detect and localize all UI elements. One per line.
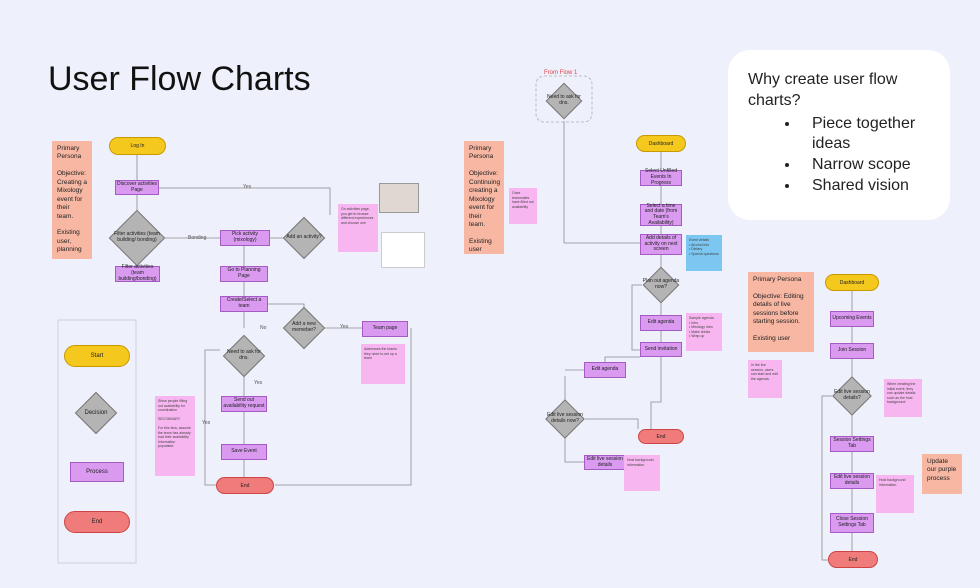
- flow3-join-session: Join Session: [830, 343, 874, 359]
- flow3-persona-note: Primary Persona Objective: Editing detai…: [748, 272, 814, 352]
- legend-end: End: [64, 511, 130, 533]
- flow1-add-activity: Add an activity?: [286, 234, 322, 241]
- flow1-availability-note: Show people filling out availability for…: [155, 396, 195, 476]
- flow2-edit-live-session: Edit live session details: [584, 455, 626, 470]
- flow1-save-event: Save Event: [221, 444, 267, 460]
- flow2-edit-agenda-2: Edit agenda: [584, 362, 626, 378]
- flow2-from-note: Once teammates have filled out availabil…: [509, 188, 537, 224]
- flow1-yes-label-2: Yes: [340, 324, 349, 330]
- flow1-persona-note: Primary Persona Objective: Creating a Mi…: [52, 141, 92, 259]
- flow1-send-availability: Send out availability request: [221, 396, 267, 412]
- flow2-select-time: Select a time and date (from Team's Avai…: [640, 203, 682, 226]
- flow2-edit-agenda: Edit agenda: [640, 315, 682, 331]
- flow2-edit-live: Edit live session details now?: [547, 412, 583, 424]
- flow1-filter-decision: Filter activities (team building/ bondin…: [114, 231, 160, 243]
- flow1-pick-activity: Pick activity (mixology): [220, 230, 270, 246]
- flow1-create-team: Create/Select a team: [220, 296, 268, 312]
- flow2-select-unfilled: Select Unfilled Events In Progress: [640, 169, 682, 186]
- why-bullet-ideas: Piece together ideas: [800, 114, 932, 156]
- why-bullet-vision: Shared vision: [800, 176, 932, 197]
- why-card-heading: Why create user flow charts?: [748, 71, 898, 109]
- flow3-upcoming-events: Upcoming Events: [830, 311, 874, 327]
- flow3-end: End: [828, 551, 878, 568]
- flow1-yes-label-4: Yes: [202, 420, 211, 426]
- flow2-send-invitation: Send invitation: [640, 342, 682, 357]
- flow1-no-label: No: [260, 325, 267, 331]
- flow2-persona-note: Primary Persona Objective: Continuing cr…: [464, 141, 504, 254]
- flow3-persona-sub-note: In the live session, users can start and…: [748, 360, 782, 398]
- flow3-update-note: Update our purple process: [922, 454, 962, 494]
- flow3-edit-live-session: Edit live session details: [830, 473, 874, 489]
- flow1-team-page: Team page: [362, 321, 408, 337]
- flow1-activity-note: On activities page, you get to browse di…: [338, 204, 378, 252]
- why-card-list: Piece together ideas Narrow scope Shared…: [748, 114, 932, 197]
- flow1-team-note: Addresses the teams they need to set up …: [361, 344, 405, 384]
- page-title: User Flow Charts: [48, 60, 311, 98]
- flow1-login: Log In: [109, 137, 166, 155]
- flow2-details-note: Event details • Alcohol info • Dietary •…: [686, 235, 722, 271]
- flow3-edit-note: When creating the initial event, they ca…: [884, 379, 922, 417]
- why-bullet-scope: Narrow scope: [800, 155, 932, 176]
- flow2-agenda-note: Sample agenda • Intro • Mixology intro •…: [686, 313, 722, 351]
- flow1-yes-label-3: Yes: [254, 380, 263, 386]
- flow2-add-details: Add details of activity on next screen: [640, 234, 682, 255]
- flow2-live-note: Host background information: [624, 455, 660, 491]
- flow1-modal-screenshot: [381, 232, 425, 268]
- legend-start: Start: [64, 345, 130, 367]
- flow1-need-ask: Need to ask for dns.: [227, 349, 261, 361]
- flow3-host-note: Host background information: [876, 475, 914, 513]
- flow1-yes-label-1: Yes: [243, 184, 252, 190]
- flow1-discover-activities: Discover activities Page: [115, 180, 159, 195]
- legend-decision: Decision: [84, 409, 108, 416]
- legend-process: Process: [70, 462, 124, 482]
- flow3-close-settings: Close Session Settings Tab: [830, 513, 874, 533]
- flow1-planning-page: Go to Planning Page: [220, 266, 268, 282]
- flow2-end: End: [638, 429, 684, 444]
- flow3-edit-live: Edit live session details?: [834, 389, 870, 401]
- flow1-activity-screenshot: [379, 183, 419, 213]
- flow2-plan-agenda: Plan out agenda now?: [642, 278, 680, 290]
- flow2-dashboard: Dashboard: [636, 135, 686, 152]
- flow1-bonding-label: Bonding: [188, 235, 207, 241]
- flow2-from-label: From Flow 1: [544, 70, 578, 76]
- why-card: Why create user flow charts? Piece toget…: [728, 50, 950, 220]
- flow3-dashboard: Dashboard: [825, 274, 879, 291]
- flow1-add-member: Add a new memeber?: [292, 321, 316, 333]
- flow2-need-ask: Need to ask for dns.: [547, 94, 581, 106]
- flow1-end: End: [216, 477, 274, 494]
- flow3-settings-tab: Session Settings Tab: [830, 436, 874, 452]
- flow1-filter-result: Filter activities (team building/bonding…: [115, 265, 160, 282]
